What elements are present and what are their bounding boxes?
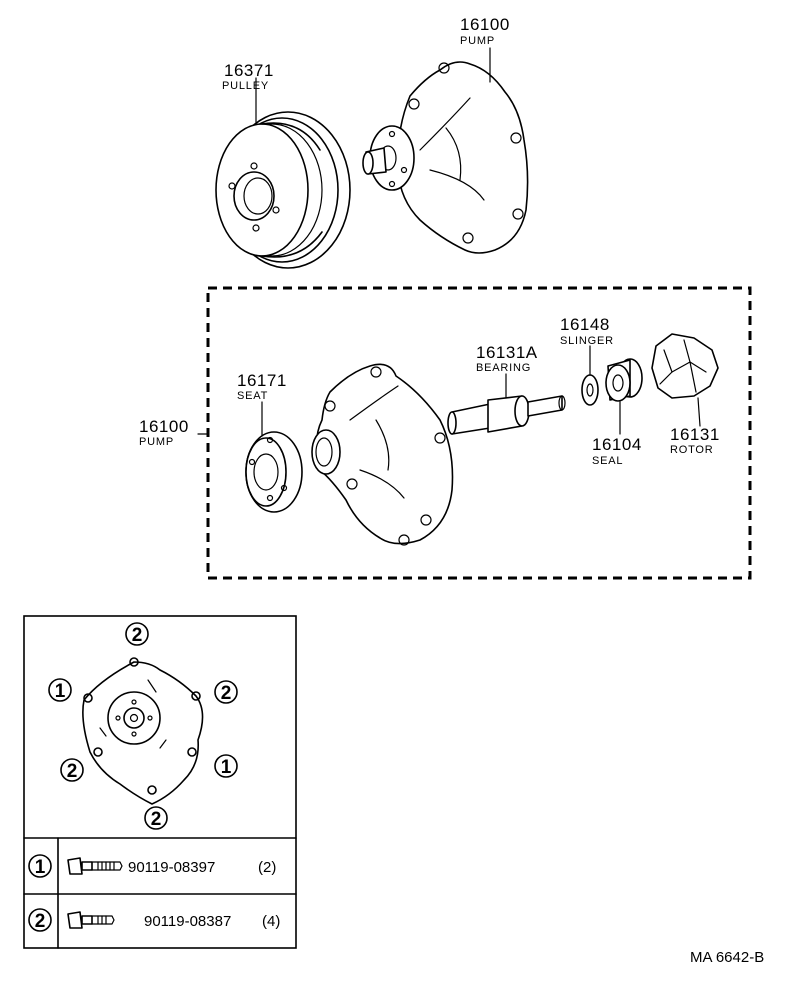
- legend-2-qty: (4): [262, 913, 280, 930]
- bolt-marker-bottom-label: 2: [151, 809, 162, 830]
- pump-top-name: PUMP: [460, 35, 495, 47]
- legend-1-part-number: 90119-08397: [128, 859, 215, 876]
- bolt-marker-right-upper: 2: [214, 680, 238, 704]
- seat-number: 16171: [237, 371, 287, 390]
- bolt-marker-left: 1: [48, 678, 72, 702]
- rotor-number: 16131: [670, 425, 720, 444]
- bolt-marker-right-lower-label: 1: [221, 757, 232, 778]
- legend-2-part-number: 90119-08387: [144, 913, 231, 930]
- bearing-name: BEARING: [476, 362, 531, 374]
- pulley-number: 16371: [224, 61, 274, 80]
- legend-2-marker: 2: [35, 911, 46, 932]
- pump-assembly-box: [206, 286, 752, 580]
- bearing-drawing: [447, 373, 566, 435]
- bolt-marker-top-label: 2: [132, 625, 143, 646]
- bolt-short-icon: [67, 911, 115, 929]
- seal-number: 16104: [592, 435, 642, 454]
- bolt-layout-panel: [23, 615, 297, 949]
- pump-top-number: 16100: [460, 15, 510, 34]
- seal-name: SEAL: [592, 455, 623, 467]
- pump-top-drawing: [362, 47, 529, 254]
- pulley-name: PULLEY: [222, 80, 269, 92]
- pump-front-view: [82, 657, 204, 805]
- pump-side-drawing: [311, 363, 454, 546]
- legend-1-qty: (2): [258, 859, 276, 876]
- bolt-marker-left-lower: 2: [60, 758, 84, 782]
- bolt-long-icon: [67, 857, 123, 875]
- slinger-drawing: [581, 345, 599, 406]
- pump-side-name: PUMP: [139, 436, 174, 448]
- bearing-number: 16131A: [476, 343, 538, 362]
- slinger-name: SLINGER: [560, 335, 614, 347]
- bolt-marker-right-lower: 1: [214, 754, 238, 778]
- pump-side-number: 16100: [139, 417, 189, 436]
- bolt-marker-left-label: 1: [55, 681, 66, 702]
- rotor-drawing: [651, 333, 719, 427]
- slinger-number: 16148: [560, 315, 610, 334]
- bolt-marker-left-lower-label: 2: [67, 761, 78, 782]
- pulley-drawing: [215, 77, 351, 269]
- rotor-name: ROTOR: [670, 444, 714, 456]
- diagram-code: MA 6642-B: [690, 949, 764, 966]
- seat-name: SEAT: [237, 390, 268, 402]
- seal-drawing: [605, 358, 643, 435]
- legend-1-marker: 1: [35, 857, 46, 878]
- bolt-marker-bottom: 2: [144, 806, 168, 830]
- bolt-marker-right-upper-label: 2: [221, 683, 232, 704]
- legend-row-1: 1 90119-08397 (2): [28, 854, 276, 878]
- bolt-marker-top: 2: [125, 622, 149, 646]
- seat-drawing: [245, 401, 303, 513]
- legend-row-2: 2 90119-08387 (4): [28, 908, 280, 932]
